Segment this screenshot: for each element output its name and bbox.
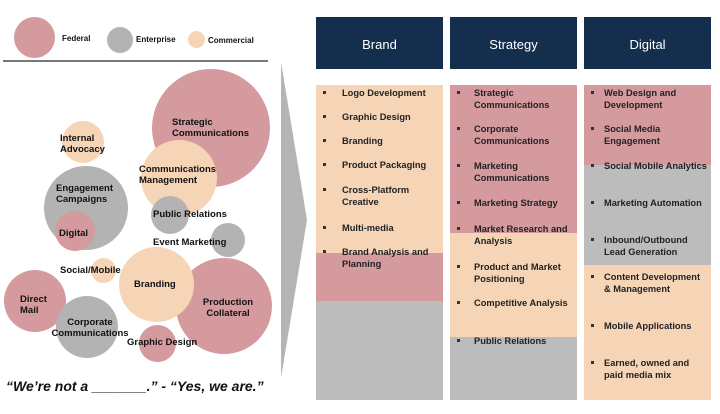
- bubble-graphic-design: [139, 325, 176, 362]
- list-item: Web Design and Development: [604, 88, 677, 110]
- legend-label-enterprise: Enterprise: [136, 35, 176, 44]
- column-strategy: Strategy Strategic Communications Corpor…: [450, 17, 577, 400]
- column-header-strategy: Strategy: [450, 17, 577, 69]
- bullet-icon: [591, 91, 594, 94]
- bullet-icon: [591, 324, 594, 327]
- bullet-icon: [591, 238, 594, 241]
- list-item: Product Packaging: [342, 160, 427, 170]
- bullet-icon: [591, 164, 594, 167]
- band-commercial: [584, 265, 711, 400]
- column-brand: Brand Logo Development Graphic Design Br…: [316, 17, 443, 400]
- column-spacer: [450, 69, 577, 85]
- bubble-label-event-marketing: Event Marketing: [153, 237, 227, 248]
- legend-divider: [3, 60, 268, 62]
- bullet-icon: [457, 227, 460, 230]
- band-federal: [316, 253, 443, 301]
- bubble-public-relations: [151, 196, 189, 234]
- list-item: Cross-Platform Creative: [342, 185, 410, 207]
- column-spacer: [316, 69, 443, 85]
- list-item: Marketing Communications: [474, 161, 550, 183]
- bullet-icon: [591, 201, 594, 204]
- band-federal: [450, 85, 577, 233]
- legend-label-commercial: Commercial: [208, 36, 254, 45]
- bubble-label-corporate-communications: Corporate Communications: [51, 317, 129, 339]
- chevron-arrow-icon: [281, 62, 307, 378]
- list-item: Content Development & Management: [604, 272, 701, 294]
- bubble-label-graphic-design: Graphic Design: [127, 337, 198, 348]
- list-item: Corporate Communications: [474, 124, 550, 146]
- list-item: Strategic Communications: [474, 88, 550, 110]
- legend-swatch-federal: [14, 17, 55, 58]
- list-item: Earned, owned and paid media mix: [604, 358, 690, 380]
- bubble-internal-advocacy: [62, 121, 104, 163]
- bubble-corporate-communications: [56, 296, 118, 358]
- list-item: Public Relations: [474, 336, 547, 346]
- list-item: Mobile Applications: [604, 321, 692, 331]
- column-header-digital: Digital: [584, 17, 711, 69]
- tagline-quote: “We’re not a _______.” - “Yes, we are.”: [6, 378, 264, 394]
- list-item: Inbound/Outbound Lead Generation: [604, 235, 688, 257]
- list-item: Graphic Design: [342, 112, 411, 122]
- bubble-label-strategic-communications: Strategic Communications: [172, 117, 250, 139]
- bubble-label-social-mobile: Social/Mobile: [60, 265, 121, 276]
- legend-swatch-enterprise: [107, 27, 133, 53]
- bubble-label-direct-mail: Direct Mail: [20, 294, 47, 316]
- bubble-label-public-relations: Public Relations: [153, 209, 227, 220]
- bullet-icon: [323, 188, 326, 191]
- legend-swatch-commercial: [188, 31, 205, 48]
- bullet-icon: [457, 127, 460, 130]
- bullet-icon: [457, 265, 460, 268]
- band-commercial: [316, 85, 443, 253]
- bubble-label-engagement-campaigns: Engagement Campaigns: [56, 183, 114, 205]
- bullet-icon: [457, 301, 460, 304]
- list-item: Branding: [342, 136, 383, 146]
- bullet-icon: [323, 139, 326, 142]
- bubble-label-branding: Branding: [134, 279, 176, 290]
- bubble-social-mobile: [91, 258, 116, 283]
- list-item: Marketing Automation: [604, 198, 702, 208]
- band-federal: [584, 85, 711, 165]
- list-item: Marketing Strategy: [474, 198, 558, 208]
- column-digital: Digital Web Design and Development Socia…: [584, 17, 711, 400]
- list-item: Brand Analysis and Planning: [342, 247, 429, 269]
- bullet-icon: [591, 361, 594, 364]
- column-spacer: [584, 69, 711, 85]
- list-item: Logo Development: [342, 88, 426, 98]
- bubble-branding: [119, 247, 194, 322]
- bullet-icon: [457, 201, 460, 204]
- bubble-event-marketing: [211, 223, 245, 257]
- bullet-icon: [323, 91, 326, 94]
- bullet-icon: [323, 250, 326, 253]
- legend-label-federal: Federal: [62, 34, 91, 43]
- bullet-icon: [457, 339, 460, 342]
- list-item: Product and Market Positioning: [474, 262, 561, 284]
- bubble-label-production-collateral: Production Collateral: [202, 297, 254, 319]
- bullet-icon: [323, 226, 326, 229]
- bullet-icon: [591, 275, 594, 278]
- bubble-label-internal-advocacy: Internal Advocacy: [60, 133, 105, 155]
- bubble-label-digital: Digital: [59, 228, 89, 239]
- band-commercial: [450, 233, 577, 337]
- bullet-icon: [591, 127, 594, 130]
- list-item: Social Media Engagement: [604, 124, 661, 146]
- bubble-label-communications-management: Communications Management: [139, 164, 217, 186]
- list-item: Competitive Analysis: [474, 298, 568, 308]
- column-header-brand: Brand: [316, 17, 443, 69]
- bullet-icon: [323, 115, 326, 118]
- bubble-digital: [55, 211, 95, 251]
- list-item: Social Mobile Analytics: [604, 161, 707, 171]
- bullet-icon: [457, 91, 460, 94]
- list-item: Market Research and Analysis: [474, 224, 568, 246]
- bubble-direct-mail: [4, 270, 66, 332]
- bullet-icon: [323, 163, 326, 166]
- bullet-icon: [457, 164, 460, 167]
- list-item: Multi-media: [342, 223, 394, 233]
